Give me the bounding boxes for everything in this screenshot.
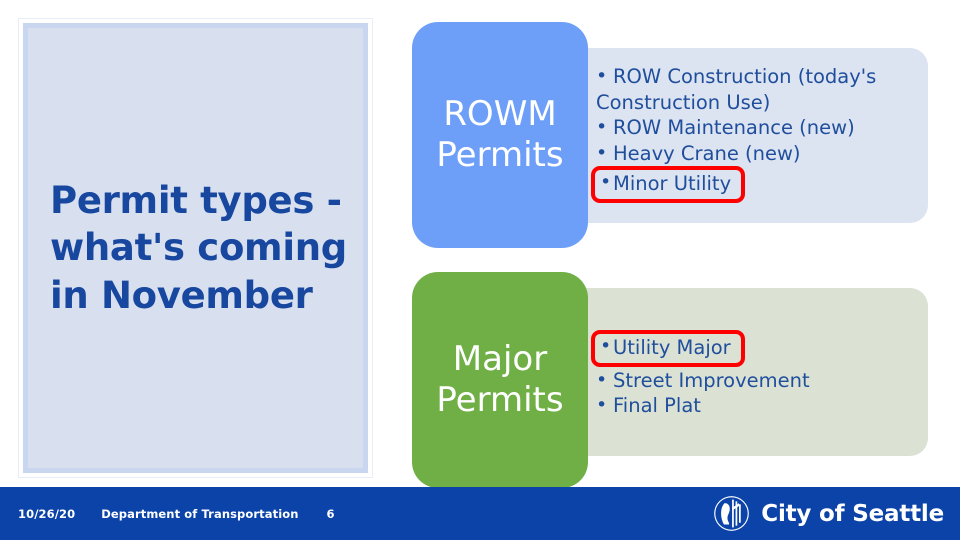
title-panel-fill: Permit types - what's coming in November — [28, 28, 363, 468]
list-item: Utility Major — [591, 330, 922, 368]
footer-page-number: 6 — [326, 506, 335, 521]
brand-lockup: City of Seattle — [713, 487, 944, 540]
list-item: Minor Utility — [591, 166, 922, 204]
list-item: Final Plat — [596, 393, 922, 419]
title-panel-border: Permit types - what's coming in November — [23, 23, 368, 473]
major-permit-list: Utility Major Street Improvement Final P… — [591, 330, 922, 419]
bullet-minor-utility-highlighted: Minor Utility — [591, 166, 746, 203]
list-item: Heavy Crane (new) — [596, 141, 922, 167]
bullet-heavy-crane: Heavy Crane (new) — [596, 142, 801, 165]
list-item: Street Improvement — [596, 368, 922, 394]
bullet-row-construction: ROW Construction (today's Construction U… — [596, 65, 876, 114]
bullet-utility-major-highlighted: Utility Major — [591, 330, 745, 367]
title-panel: Permit types - what's coming in November — [18, 18, 373, 478]
brand-name: City of Seattle — [761, 500, 944, 527]
footer-bar — [0, 487, 960, 540]
bullet-street-improvement: Street Improvement — [596, 369, 810, 392]
footer-department: Department of Transportation — [101, 506, 299, 521]
category-box-rowm-permits[interactable]: ROWM Permits — [412, 22, 588, 248]
bullet-row-maintenance: ROW Maintenance (new) — [596, 116, 855, 139]
category-label-rowm: ROWM Permits — [436, 93, 564, 175]
category-box-major-permits[interactable]: Major Permits — [412, 272, 588, 488]
bullet-final-plat: Final Plat — [596, 394, 701, 417]
footer-date: 10/26/20 — [18, 506, 76, 521]
list-item: ROW Construction (today's Construction U… — [596, 64, 922, 115]
seattle-seal-icon — [713, 495, 750, 532]
rowm-permit-list: ROW Construction (today's Construction U… — [591, 64, 922, 204]
page-title: Permit types - what's coming in November — [50, 178, 347, 317]
category-label-major: Major Permits — [436, 338, 564, 420]
list-item: ROW Maintenance (new) — [596, 115, 922, 141]
footer-metadata: 10/26/20 Department of Transportation 6 — [18, 487, 335, 540]
